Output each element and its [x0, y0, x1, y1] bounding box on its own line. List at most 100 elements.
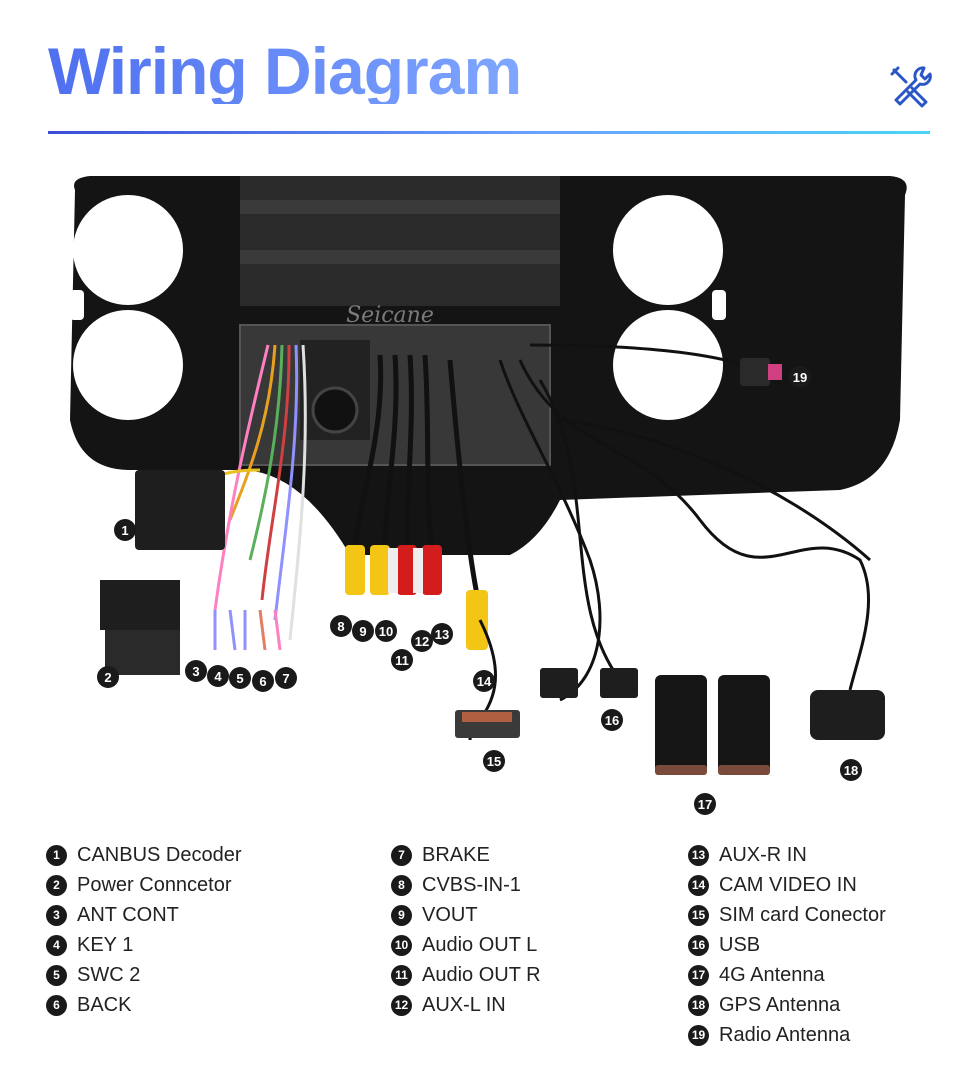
- legend-item: 5 SWC 2: [46, 960, 242, 990]
- callout-9: 9: [352, 620, 374, 642]
- legend-number-badge: 15: [688, 904, 709, 926]
- legend-number-badge: 16: [688, 934, 709, 956]
- legend-column-3: 13 AUX-R IN 14 CAM VIDEO IN 15 SIM card Con…: [688, 840, 886, 1050]
- legend-label: KEY 1: [77, 933, 134, 956]
- legend-label: BACK: [77, 993, 132, 1016]
- legend-number-badge: 19: [688, 1024, 709, 1046]
- svg-text:10: 10: [379, 624, 393, 639]
- callout-16: 16: [601, 709, 623, 731]
- small-leads: [213, 609, 282, 651]
- legend-item: 13 AUX-R IN: [688, 840, 886, 870]
- legend-item: 6 BACK: [46, 990, 242, 1020]
- head-unit-body: Seicane: [239, 176, 560, 466]
- legend-number-badge: 7: [391, 844, 412, 866]
- callout-7: 7: [275, 667, 297, 689]
- legend-label: CVBS-IN-1: [422, 873, 521, 896]
- legend-label: Audio OUT R: [422, 963, 541, 986]
- legend-label: VOUT: [422, 903, 478, 926]
- legend-label: BRAKE: [422, 843, 490, 866]
- legend-item: 15 SIM card Conector: [688, 900, 886, 930]
- gps-antenna: [810, 690, 885, 740]
- svg-text:18: 18: [844, 763, 858, 778]
- legend-number-badge: 14: [688, 874, 709, 896]
- title-underline: [48, 131, 930, 134]
- page-title: Wiring Diagram: [48, 34, 522, 108]
- legend-number-badge: 6: [46, 994, 67, 1016]
- legend-number-badge: 8: [391, 874, 412, 896]
- legend-number-badge: 10: [391, 934, 412, 956]
- radio-antenna-plug: [740, 358, 770, 386]
- legend-item: 18 GPS Antenna: [688, 990, 886, 1020]
- callout-15: 15: [483, 750, 505, 772]
- callout-1: 1: [114, 519, 136, 541]
- rca-cables: [345, 354, 488, 650]
- legend-item: 12 AUX-L IN: [391, 990, 541, 1020]
- svg-text:8: 8: [337, 619, 344, 634]
- callout-17: 17: [694, 793, 716, 815]
- svg-text:13: 13: [435, 627, 449, 642]
- svg-text:3: 3: [192, 664, 199, 679]
- legend-item: 10 Audio OUT L: [391, 930, 541, 960]
- legend-label: GPS Antenna: [719, 993, 841, 1016]
- callout-8: 8: [330, 615, 352, 637]
- legend-item: 1 CANBUS Decoder: [46, 840, 242, 870]
- callout-12: 12: [411, 630, 433, 652]
- brand-watermark: Seicane: [346, 303, 434, 328]
- svg-text:12: 12: [415, 634, 429, 649]
- legend-number-badge: 4: [46, 934, 67, 956]
- legend-number-badge: 18: [688, 994, 709, 1016]
- callout-3: 3: [185, 660, 207, 682]
- svg-text:15: 15: [487, 754, 501, 769]
- svg-text:4: 4: [214, 669, 222, 684]
- callout-13: 13: [431, 623, 453, 645]
- usb-plug: [540, 668, 578, 698]
- callout-11: 11: [391, 649, 413, 671]
- legend-label: SIM card Conector: [719, 903, 886, 926]
- canbus-decoder-box: [135, 470, 225, 550]
- usb-plug: [600, 668, 638, 698]
- power-connector: [100, 580, 180, 675]
- callout-10: 10: [375, 620, 397, 642]
- callout-5: 5: [229, 667, 251, 689]
- legend-label: Audio OUT L: [422, 933, 538, 956]
- callout-18: 18: [840, 759, 862, 781]
- legend-label: AUX-L IN: [422, 993, 506, 1016]
- legend-number-badge: 1: [46, 844, 67, 866]
- legend-label: Power Conncetor: [77, 873, 232, 896]
- legend-item: 4 KEY 1: [46, 930, 242, 960]
- legend-label: SWC 2: [77, 963, 141, 986]
- legend-item: 7 BRAKE: [391, 840, 541, 870]
- head-unit-wiring-photo: Seicane: [70, 176, 907, 815]
- legend-number-badge: 13: [688, 844, 709, 866]
- legend-label: AUX-R IN: [719, 843, 807, 866]
- tools-icon: [890, 66, 932, 108]
- legend-number-badge: 17: [688, 964, 709, 986]
- legend-label: USB: [719, 933, 761, 956]
- svg-text:17: 17: [698, 797, 712, 812]
- callout-19: 19: [789, 366, 811, 388]
- legend-label: ANT CONT: [77, 903, 179, 926]
- legend-label: CANBUS Decoder: [77, 843, 242, 866]
- svg-text:1: 1: [121, 523, 128, 538]
- svg-text:19: 19: [793, 370, 807, 385]
- svg-text:14: 14: [477, 674, 492, 689]
- legend-item: 14 CAM VIDEO IN: [688, 870, 886, 900]
- callout-14: 14: [473, 670, 495, 692]
- svg-text:7: 7: [282, 671, 289, 686]
- 4g-antenna: [655, 675, 707, 775]
- svg-text:11: 11: [395, 653, 409, 668]
- legend-number-badge: 5: [46, 964, 67, 986]
- svg-text:9: 9: [359, 624, 366, 639]
- svg-text:16: 16: [605, 713, 619, 728]
- legend-label: CAM VIDEO IN: [719, 873, 857, 896]
- callout-badges: 1 2 3 4 5 6 7 8 9 10 11 12 13 14 15 16 1…: [97, 366, 862, 815]
- legend-number-badge: 12: [391, 994, 412, 1016]
- svg-text:6: 6: [259, 674, 266, 689]
- svg-text:5: 5: [236, 671, 243, 686]
